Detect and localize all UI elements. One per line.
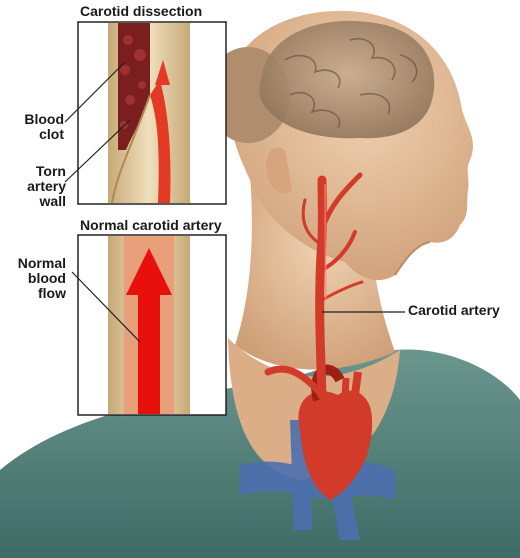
- dissection-artery-drawing: [108, 23, 190, 203]
- blood-clot-label: Blood clot: [4, 112, 64, 142]
- torn-wall-label: Torn artery wall: [4, 164, 66, 209]
- dissection-title: Carotid dissection: [80, 4, 202, 19]
- normal-title: Normal carotid artery: [80, 218, 222, 233]
- carotid-artery-label: Carotid artery: [408, 303, 500, 318]
- normal-artery-drawing: [108, 236, 190, 414]
- normal-flow-label: Normal blood flow: [4, 256, 66, 301]
